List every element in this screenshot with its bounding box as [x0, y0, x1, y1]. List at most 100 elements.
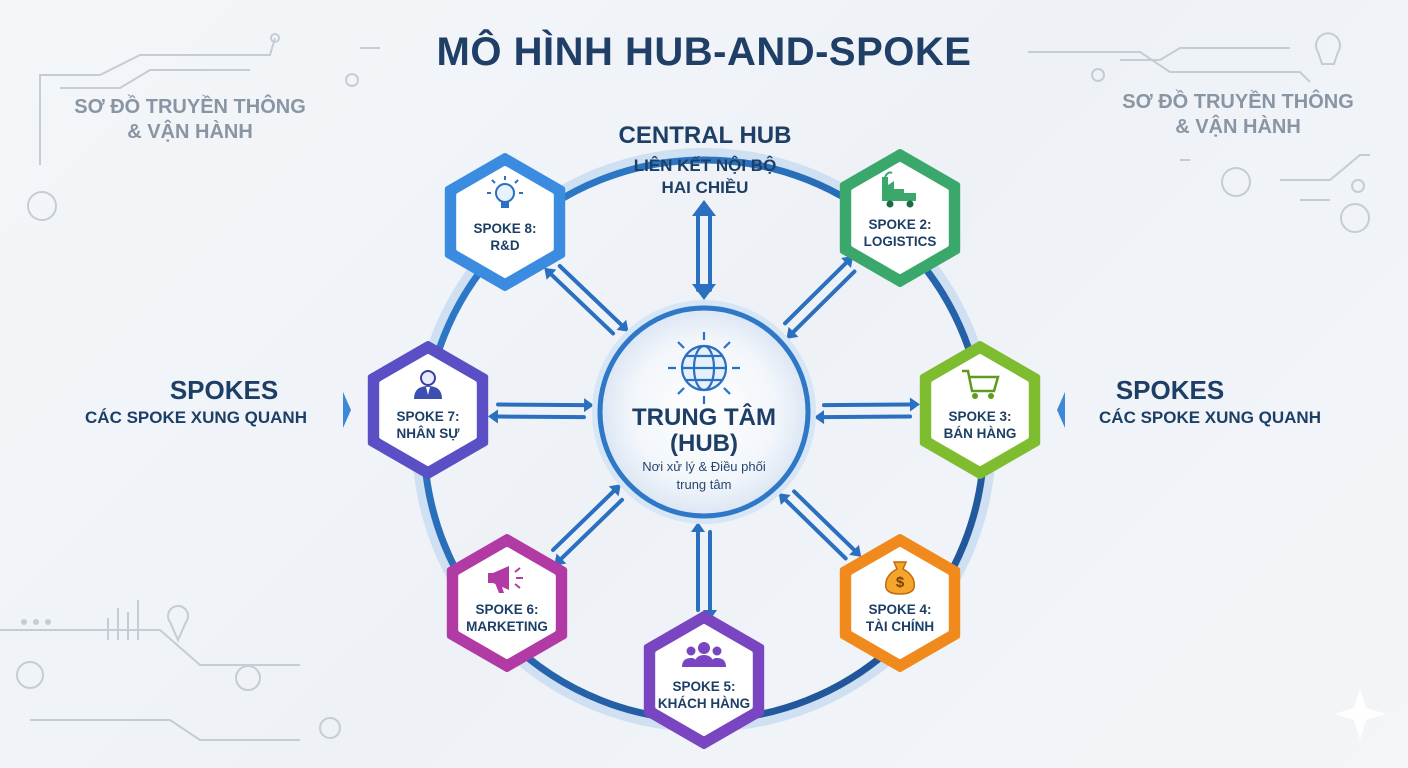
- corner-left-line2: & VẬN HÀNH: [127, 121, 253, 143]
- hub-desc-line2: trung tâm: [676, 477, 732, 492]
- central-hub-caption: CENTRAL HUB LIÊN KẾT NỘI BỘ HAI CHIỀU: [560, 122, 850, 199]
- spoke-label-line2: R&D: [490, 238, 520, 253]
- connector-line: [783, 498, 848, 561]
- connector-arrowhead: [608, 484, 621, 497]
- customers-icon: [682, 642, 726, 667]
- spoke-node-4: $: [839, 534, 961, 672]
- left-pointer-icon: [343, 392, 351, 428]
- corner-right-line2: & VẬN HÀNH: [1175, 116, 1301, 138]
- corner-left-line1: SƠ ĐỒ TRUYỀN THÔNG: [74, 96, 306, 118]
- spoke-node-6: [446, 534, 568, 672]
- hub-title-line1: TRUNG TÂM: [632, 404, 776, 431]
- connector-arrowhead: [849, 544, 862, 557]
- right-side-caption: SPOKES CÁC SPOKE XUNG QUANH: [1074, 375, 1346, 428]
- connector-arrowhead: [544, 267, 557, 280]
- connector-line: [495, 414, 586, 420]
- right-side-subtitle: CÁC SPOKE XUNG QUANH: [1099, 408, 1321, 427]
- connector-arrowhead: [583, 398, 595, 413]
- connector-line: [559, 497, 625, 561]
- spoke-label-2: SPOKE 2: LOGISTICS: [845, 216, 955, 250]
- spoke-label-line1: SPOKE 5:: [672, 679, 736, 694]
- connector-arrowhead: [691, 522, 705, 532]
- spoke-node-5: [643, 611, 765, 749]
- connector-arrowhead: [814, 410, 825, 425]
- central-hub-line2: HAI CHIỀU: [661, 178, 749, 197]
- central-hub-title: CENTRAL HUB: [618, 122, 792, 149]
- central-hub-arrow-down: [692, 284, 716, 300]
- spoke-hexagon-face: [655, 624, 753, 736]
- connector-line: [783, 260, 849, 326]
- spoke-label-5: SPOKE 5: KHÁCH HÀNG: [649, 678, 759, 712]
- page-title: MÔ HÌNH HUB-AND-SPOKE: [436, 30, 972, 74]
- money-bag-icon: $: [884, 561, 916, 595]
- spoke-label-6: SPOKE 6: MARKETING: [452, 601, 562, 635]
- central-hub-arrow-up: [692, 200, 716, 216]
- hub-desc-line1: Nơi xử lý & Điều phối: [642, 459, 766, 474]
- spoke-label-1: SPOKE 8: R&D: [450, 220, 560, 254]
- spoke-hexagon-face: [851, 162, 949, 274]
- connector-arrowhead: [909, 397, 920, 412]
- connector-line: [792, 489, 857, 552]
- connector-arrowhead: [616, 319, 629, 332]
- circuit-decoration-right: [1028, 32, 1370, 233]
- hub-description: Nơi xử lý & Điều phối trung tâm: [600, 458, 808, 494]
- connector-line: [549, 272, 616, 336]
- factory-truck-icon: [882, 171, 916, 208]
- spoke-label-3: SPOKE 3: BÁN HÀNG: [925, 408, 1035, 442]
- central-hub-line1: LIÊN KẾT NỘI BỘ: [633, 156, 777, 175]
- spoke-hexagon-face: [851, 547, 949, 659]
- spoke-label-line2: LOGISTICS: [863, 234, 937, 249]
- spoke-node-7: [367, 341, 489, 479]
- connector-line: [791, 269, 857, 334]
- megaphone-icon: [488, 566, 523, 593]
- spoke-node-3: [919, 341, 1041, 479]
- dots-decoration: [21, 619, 51, 625]
- spoke-node-2: [839, 149, 961, 287]
- connector-arrowhead: [487, 409, 499, 424]
- sparkle-icon: [1334, 688, 1386, 740]
- corner-caption-left: SƠ ĐỒ TRUYỀN THÔNG & VẬN HÀNH: [60, 95, 320, 145]
- spoke-label-line2: MARKETING: [466, 619, 548, 634]
- left-side-title: SPOKES: [169, 375, 279, 405]
- spoke-hexagon-face: [931, 354, 1029, 466]
- spoke-label-line1: SPOKE 6:: [475, 602, 539, 617]
- lightbulb-icon: [487, 176, 523, 208]
- corner-caption-right: SƠ ĐỒ TRUYỀN THÔNG & VẬN HÀNH: [1098, 90, 1378, 140]
- globe-icon: [668, 332, 740, 404]
- spoke-hexagon-face: [458, 547, 556, 659]
- hub-title-line2: (HUB): [670, 430, 738, 457]
- connector-line: [551, 489, 616, 552]
- left-side-caption: SPOKES CÁC SPOKE XUNG QUANH: [56, 375, 336, 428]
- svg-text:$: $: [896, 574, 905, 591]
- spoke-label-line1: SPOKE 4:: [868, 602, 932, 617]
- left-side-subtitle: CÁC SPOKE XUNG QUANH: [85, 408, 307, 427]
- connector-line: [496, 402, 587, 408]
- spoke-label-line1: SPOKE 7:: [396, 409, 460, 424]
- spoke-label-4: SPOKE 4:TÀI CHÍNH: [845, 601, 955, 635]
- spoke-label-line2: NHÂN SỰ: [396, 426, 460, 441]
- shopping-cart-icon: [962, 369, 1000, 399]
- spoke-hexagon-face: [379, 354, 477, 466]
- spoke-hexagon-face: [456, 166, 554, 278]
- spoke-label-line1: SPOKE 8:: [473, 221, 537, 236]
- person-icon: [414, 370, 442, 399]
- circuit-decoration-left: [0, 33, 380, 741]
- spoke-label-line1: SPOKE 2:: [868, 217, 932, 232]
- spoke-label-line2: BÁN HÀNG: [943, 426, 1017, 441]
- hub-title: TRUNG TÂM (HUB): [560, 405, 848, 457]
- connector-arrowhead: [786, 326, 799, 339]
- spoke-node-1: [444, 153, 566, 291]
- connector-arrowhead: [778, 493, 791, 506]
- right-side-title: SPOKES: [1115, 375, 1225, 405]
- connector-line: [822, 414, 913, 420]
- hub-circle: [597, 305, 811, 519]
- connector-arrowhead: [841, 255, 854, 268]
- corner-right-line1: SƠ ĐỒ TRUYỀN THÔNG: [1122, 91, 1354, 113]
- connector-line: [821, 402, 912, 408]
- spoke-label-7: SPOKE 7: NHÂN SỰ: [373, 408, 483, 442]
- connector-line: [557, 263, 624, 327]
- spoke-label-line1: SPOKE 3:: [948, 409, 1012, 424]
- spoke-label-line2: KHÁCH HÀNG: [657, 696, 751, 711]
- right-pointer-icon: [1057, 392, 1065, 428]
